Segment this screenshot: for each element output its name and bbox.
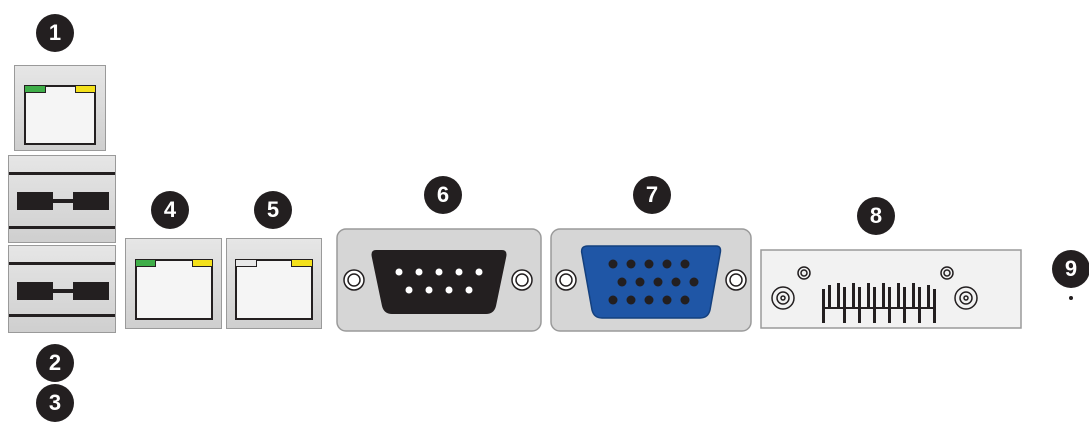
vga-right-screw-icon	[725, 269, 747, 291]
uid-switch-indicator	[1069, 296, 1073, 300]
lan-port-5	[226, 238, 322, 329]
usb-upper-line-bottom	[9, 226, 115, 229]
usb-lower-bridge	[53, 289, 73, 293]
usb-port-lower	[8, 245, 116, 333]
serial-left-screw-icon	[343, 269, 365, 291]
usb-upper-line-top	[9, 172, 115, 175]
serial-port	[336, 228, 542, 332]
callout-9: 9	[1052, 250, 1089, 288]
video-connector-screws	[771, 266, 978, 310]
lan-port-4-led-green	[135, 259, 156, 267]
lan-port-1	[14, 65, 106, 151]
usb-lower-line-top	[9, 262, 115, 265]
callout-4: 4	[151, 191, 189, 229]
lan-port-4-jack	[135, 259, 213, 320]
usb-lower-left-block	[17, 282, 53, 300]
lan-port-5-led-white	[235, 259, 257, 267]
serial-right-screw-icon	[511, 269, 533, 291]
callout-7: 7	[633, 176, 671, 214]
callout-2: 2	[36, 344, 74, 382]
usb-upper-right-block	[73, 192, 109, 210]
video-connector	[760, 249, 1022, 329]
lan-port-5-jack	[235, 259, 313, 320]
lan-port-1-led-green	[24, 85, 46, 93]
usb-upper-left-block	[17, 192, 53, 210]
usb-lower-line-bottom	[9, 314, 115, 317]
lan-port-4-led-yellow	[192, 259, 213, 267]
vga-port	[550, 228, 752, 332]
lan-port-1-led-yellow	[75, 85, 96, 93]
video-connector-pins	[822, 283, 936, 323]
lan-port-5-led-yellow	[291, 259, 313, 267]
vga-connector-shell	[580, 245, 722, 319]
serial-connector-shell	[371, 250, 507, 314]
vga-left-screw-icon	[555, 269, 577, 291]
callout-8: 8	[857, 197, 895, 235]
callout-1: 1	[36, 14, 74, 52]
lan-port-1-jack	[24, 85, 96, 145]
serial-pins	[395, 268, 483, 294]
usb-lower-right-block	[73, 282, 109, 300]
callout-5: 5	[254, 191, 292, 229]
callout-3: 3	[36, 384, 74, 422]
vga-pins	[608, 259, 699, 305]
callout-6: 6	[424, 176, 462, 214]
usb-port-upper	[8, 155, 116, 243]
usb-upper-bridge	[53, 199, 73, 203]
lan-port-4	[125, 238, 222, 329]
